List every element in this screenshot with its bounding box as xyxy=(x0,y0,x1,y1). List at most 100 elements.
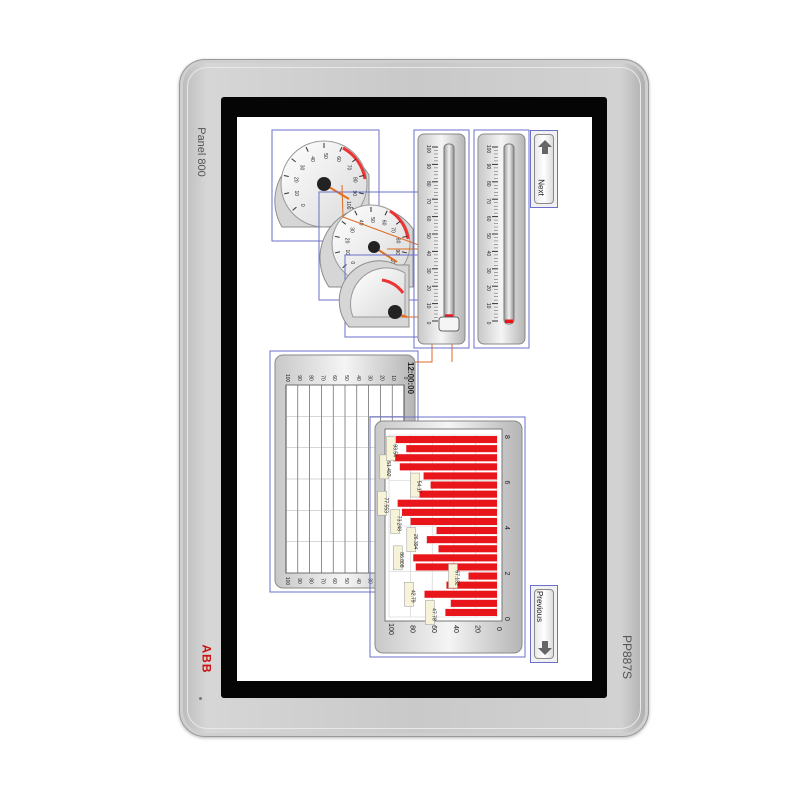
gauge-tick xyxy=(354,210,358,216)
bar xyxy=(430,481,497,489)
meter-tick-label: 0 xyxy=(425,322,431,325)
meter-tick-label: 80 xyxy=(485,181,491,187)
trend-tick-label-top: 60 xyxy=(331,375,337,381)
gauge-tick-label: 70 xyxy=(346,165,352,171)
gauge-tick xyxy=(334,251,341,254)
abb-logo: ABB xyxy=(199,644,214,674)
trend-time-label: 12:00:00 xyxy=(406,362,415,395)
model-label: Panel 800 xyxy=(194,127,207,177)
meter-tick-label: 40 xyxy=(425,251,431,257)
bar-data-label: 54.17 xyxy=(416,481,422,494)
bar-data-label-box xyxy=(406,527,417,552)
trend-tick-label-bottom: 50 xyxy=(343,578,349,584)
meter-tick-label: 10 xyxy=(425,303,431,309)
bar xyxy=(445,608,497,616)
bar-y-tick-label: 100 xyxy=(387,623,394,635)
gauge-tick-label: 90 xyxy=(394,250,400,256)
gauge-tick-label: 80 xyxy=(351,177,357,183)
bar-data-label-box xyxy=(404,582,414,607)
bar-y-tick-label: 20 xyxy=(473,625,480,633)
previous-button[interactable]: Previous xyxy=(530,585,558,663)
bar-data-label-box xyxy=(392,545,403,571)
meter-tick-label: 60 xyxy=(425,216,431,222)
bar-x-tick-label: 6 xyxy=(503,481,510,485)
meter-tick-label: 0 xyxy=(485,322,491,325)
next-button-face xyxy=(534,134,554,204)
previous-button-label: Previous xyxy=(535,590,545,623)
trend-tick-label-top: 90 xyxy=(296,375,302,381)
bar-data-label: 77.553 xyxy=(383,498,389,514)
trend-tick-label-top: 0 xyxy=(402,377,408,380)
previous-button-face xyxy=(534,589,554,659)
bar-data-label-box xyxy=(377,491,387,516)
trend-tick-label-top: 30 xyxy=(367,375,373,381)
gauge-tick-label: 60 xyxy=(380,220,386,226)
part-label: PP887S xyxy=(620,634,635,680)
meter-tick-label: 30 xyxy=(425,268,431,274)
meter-tick-label: 60 xyxy=(485,216,491,222)
trend-tick-label-bottom: 90 xyxy=(296,578,302,584)
bar-y-tick-label: 40 xyxy=(452,625,459,633)
trend-tick-label-top: 70 xyxy=(319,375,325,381)
bar xyxy=(468,572,497,580)
trend-tick-label-bottom: 60 xyxy=(331,578,337,584)
gauge-tick-label: 60 xyxy=(335,156,341,162)
bar-data-label-box xyxy=(390,509,400,534)
bar-data-label: 67.132 xyxy=(453,570,459,586)
bar xyxy=(413,554,497,562)
bar-data-label: 26.394 xyxy=(412,534,418,550)
meter-tick-label: 90 xyxy=(485,164,491,170)
gauge-tick-label: 0 xyxy=(299,204,305,207)
bar-x-tick-label: 2 xyxy=(503,572,510,576)
gauge-3 xyxy=(338,254,438,338)
gauge-tick-label: 80 xyxy=(394,238,400,244)
bar-data-label-box xyxy=(379,454,390,480)
meter-tick-label: 100 xyxy=(485,145,491,154)
gauge-tick-label: 20 xyxy=(293,177,299,183)
trend-tick-label-bottom: 100 xyxy=(284,577,290,586)
next-button-label: Next xyxy=(536,179,546,196)
trend-tick-label-bottom: 70 xyxy=(319,578,325,584)
bar-data-label-box xyxy=(448,563,458,589)
trend-tick-label-top: 10 xyxy=(390,375,396,381)
gauge-tick xyxy=(283,174,289,178)
trend-tick-label-top: 40 xyxy=(355,375,361,381)
gauge-tick-label: 90 xyxy=(351,190,357,196)
gauge-tick xyxy=(401,251,408,254)
meter-tick-label: 10 xyxy=(485,303,491,309)
gauge-tick xyxy=(352,158,357,163)
bar-data-label-box xyxy=(386,436,396,461)
meter-tick-label: 80 xyxy=(425,181,431,187)
bar xyxy=(393,454,497,462)
gauge-tick xyxy=(384,210,388,216)
meter-tick-label: 90 xyxy=(425,164,431,170)
gauge-tick xyxy=(359,174,365,178)
gauge-tick-label: 70 xyxy=(389,227,395,233)
next-button[interactable]: Next xyxy=(530,130,558,208)
trend-tick-label-top: 20 xyxy=(378,375,384,381)
gauge-tick-label: 30 xyxy=(298,165,304,171)
meter-tick-label: 50 xyxy=(425,233,431,239)
meter-tick-label: 30 xyxy=(485,268,491,274)
bar xyxy=(423,472,497,480)
bar-data-label: 51.492 xyxy=(385,461,391,477)
meter-tick-label: 40 xyxy=(485,251,491,257)
bar-chart: 47.7842.7967.13286.80826.39473.24877.553… xyxy=(369,416,526,658)
bar xyxy=(401,508,497,516)
arrow-down-icon xyxy=(538,641,552,655)
gauge-tick-label: 40 xyxy=(358,220,364,226)
bar-data-label: 42.79 xyxy=(409,590,415,603)
bezel-highlight xyxy=(187,67,641,729)
gauge-tick xyxy=(358,192,364,195)
trend-tick-label-top: 100 xyxy=(284,374,290,383)
bar-x-tick-label: 4 xyxy=(503,526,510,530)
gauge-tick xyxy=(402,235,408,238)
trend-tick-label-top: 80 xyxy=(308,375,314,381)
power-led xyxy=(199,697,202,700)
bar xyxy=(438,545,497,553)
arrow-up-icon xyxy=(538,140,552,154)
gauge-tick-label: 30 xyxy=(349,227,355,233)
gauge-tick xyxy=(284,192,290,195)
